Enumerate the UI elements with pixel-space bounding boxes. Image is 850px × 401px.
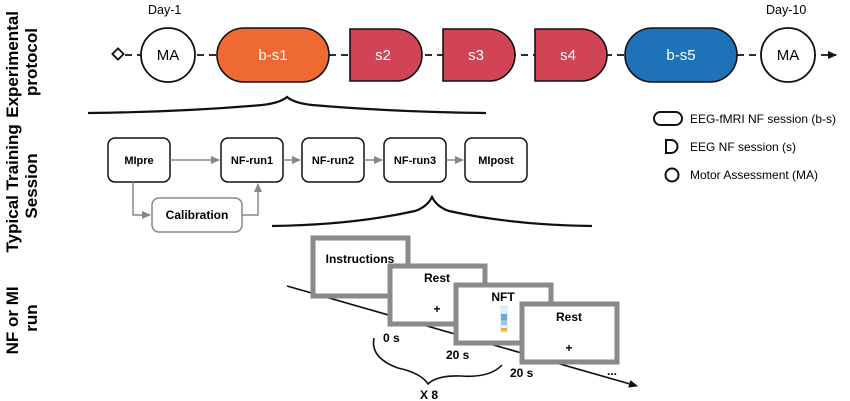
time-label-20s-a: 20 s — [446, 348, 470, 362]
legend-ma-icon — [664, 167, 680, 183]
row-label-protocol: Experimental protocol — [3, 6, 41, 118]
screen-nft-label: NFT — [491, 290, 515, 304]
screen-rest-1-fixation: + — [433, 302, 440, 316]
ma-end-label: MA — [777, 47, 800, 64]
ellipsis-label: ... — [607, 364, 617, 378]
legend-s-icon — [665, 139, 679, 154]
timeline-start-marker — [111, 47, 125, 61]
row-label-training: Typical Training Session — [3, 120, 41, 253]
repeat-label: X 8 — [420, 388, 438, 401]
box-nfrun3-label: NF-run3 — [394, 155, 436, 167]
legend-s-label: EEG NF session (s) — [690, 140, 796, 154]
row-label-run: NF or MI run — [3, 282, 41, 355]
screen-instructions-label: Instructions — [326, 252, 395, 266]
arrow-mipre-calibration — [132, 182, 151, 219]
screen-rest-2-fixation: + — [565, 341, 572, 355]
session-bs5-label: b-s5 — [666, 47, 695, 64]
session-s3 — [442, 28, 516, 82]
session-s4 — [534, 28, 608, 82]
repeat-brace — [372, 337, 503, 386]
legend-bs-label: EEG-fMRI NF session (b-s) — [690, 112, 836, 126]
day-end-label: Day-10 — [766, 3, 806, 17]
box-mipost-label: MIpost — [478, 155, 514, 167]
time-label-20s-b: 20 s — [510, 366, 534, 380]
zoom-brace-run — [271, 194, 593, 228]
zoom-brace-session — [87, 95, 487, 115]
ma-start-circle — [140, 27, 196, 83]
screen-rest-2 — [519, 301, 620, 365]
screen-rest-1-label: Rest — [424, 271, 450, 285]
arrow-calibration-nfrun1 — [242, 183, 262, 216]
session-bs5 — [624, 27, 738, 83]
screen-rest-2-label: Rest — [556, 310, 582, 324]
session-s2 — [349, 28, 423, 82]
session-bs1-label: b-s1 — [258, 47, 287, 64]
ma-start-label: MA — [157, 47, 180, 64]
box-mipre-label: MIpre — [124, 155, 153, 167]
ma-end-circle — [760, 27, 816, 83]
session-s3-label: s3 — [468, 47, 484, 64]
session-s4-label: s4 — [560, 47, 576, 64]
time-label-0s: 0 s — [383, 331, 400, 345]
day-start-label: Day-1 — [148, 3, 181, 17]
box-calibration-label: Calibration — [166, 208, 229, 222]
session-bs1 — [216, 27, 330, 83]
nft-feedback-gauge — [500, 305, 508, 333]
box-nfrun2-label: NF-run2 — [312, 155, 354, 167]
session-s2-label: s2 — [375, 47, 391, 64]
box-nfrun1-label: NF-run1 — [231, 155, 273, 167]
box-mipost — [464, 137, 528, 183]
legend-ma-label: Motor Assessment (MA) — [690, 168, 818, 182]
legend-bs-icon — [653, 111, 683, 126]
